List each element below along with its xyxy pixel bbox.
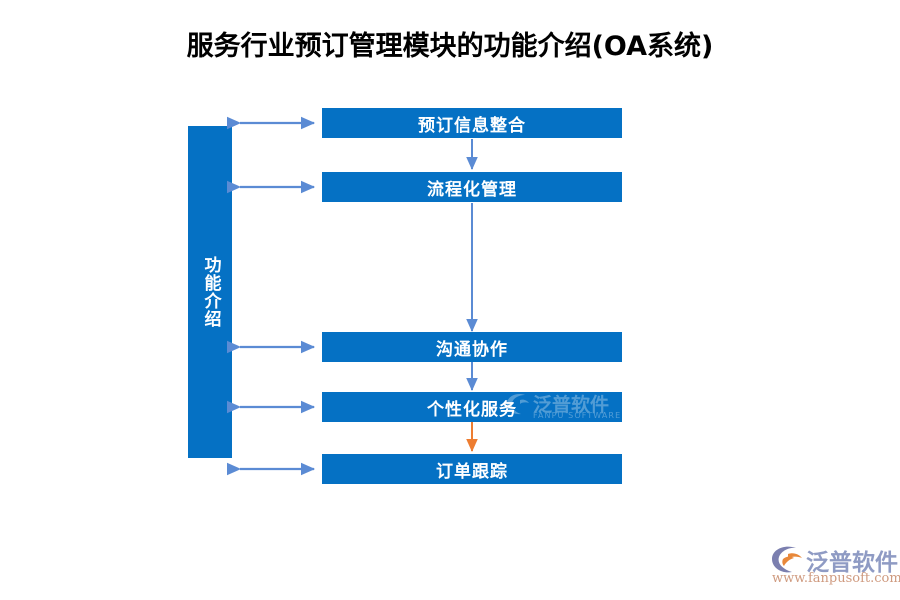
process-node-1[interactable]: 预订信息整合 [322, 108, 622, 138]
spine-label: 功能介绍 [200, 256, 221, 328]
process-node-4[interactable]: 个性化服务 [322, 392, 622, 422]
process-node-5[interactable]: 订单跟踪 [322, 454, 622, 484]
process-node-3[interactable]: 沟通协作 [322, 332, 622, 362]
page-title: 服务行业预订管理模块的功能介绍(OA系统) [186, 31, 714, 62]
brand-url: www.fanpusoft.com [772, 571, 900, 586]
brand-logo: 泛普软件 www.fanpusoft.com [770, 543, 900, 591]
brand-logo-icon [772, 546, 802, 573]
process-node-2[interactable]: 流程化管理 [322, 172, 622, 202]
spine-bar: 功能介绍 [188, 126, 232, 458]
brand-name: 泛普软件 [806, 550, 898, 576]
